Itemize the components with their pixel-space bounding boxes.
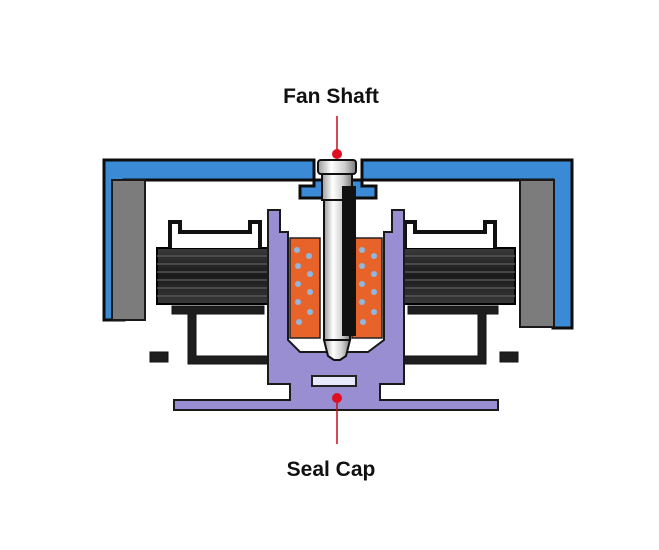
bracket-right — [399, 305, 519, 365]
bracket-left — [149, 305, 271, 365]
fan-shaft — [317, 159, 357, 361]
magnet-right — [519, 179, 555, 328]
seal-cap-label: Seal Cap — [286, 458, 376, 481]
sleeve-bearing — [289, 237, 383, 339]
magnet-left — [111, 179, 146, 321]
stator-coil-right — [398, 220, 516, 305]
marker-dot-bottom — [332, 393, 342, 403]
base-housing — [173, 209, 499, 411]
marker-dot-top — [332, 149, 342, 159]
fan-shaft-label: Fan Shaft — [283, 85, 379, 108]
seal-cap — [311, 375, 357, 387]
stator-coil-left — [156, 220, 283, 305]
